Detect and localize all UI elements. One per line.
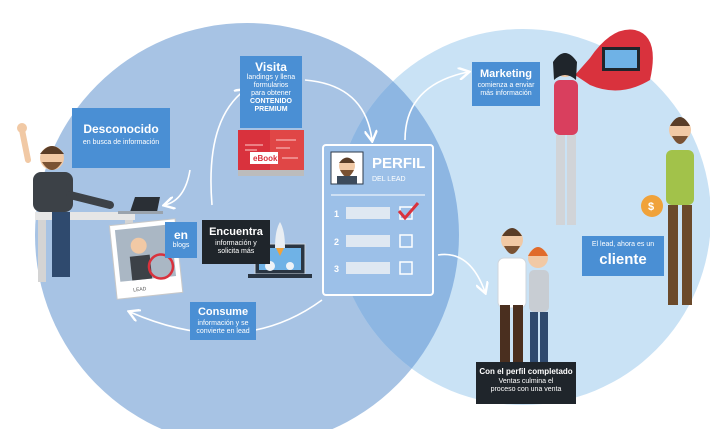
consume-line-1: información y se — [197, 320, 249, 327]
lee-title: en — [173, 228, 188, 242]
marketing-line-1: comienza a enviar — [477, 82, 535, 89]
perfil-completado-line-2: proceso con una venta — [490, 386, 562, 393]
rocket-icon — [275, 222, 285, 256]
arrow-perfil-to-ventas — [437, 253, 485, 292]
lead-photo: LEAD — [108, 218, 184, 300]
perfil-row-3-number: 3 — [334, 264, 339, 274]
lee-box: en blogs — [165, 222, 197, 258]
waving-man-illustration — [17, 123, 114, 277]
cliente-box: El lead, ahora es un cliente — [582, 236, 664, 276]
visita-box: Visita landings y llena formularios para… — [240, 56, 302, 128]
perfil-subtitle: DEL LEAD — [372, 176, 406, 183]
perfil-row-1-bar — [346, 207, 390, 219]
visita-line-3: para obtener — [251, 90, 291, 97]
checkmark-icon — [397, 202, 420, 221]
lead-photo-label: LEAD — [133, 286, 147, 293]
consume-box: Consume información y se convierte en le… — [190, 302, 256, 340]
svg-text:$: $ — [648, 201, 654, 213]
marketing-box: Marketing comienza a enviar más informac… — [472, 62, 540, 106]
laptop-icon — [118, 197, 163, 214]
desconocido-box: Desconocido en busca de información — [72, 108, 170, 168]
consume-title: Consume — [197, 306, 249, 318]
perfil-row-1-number: 1 — [334, 209, 339, 219]
perfil-completado-box: Con el perfil completado Ventas culmina … — [476, 362, 576, 404]
lee-subtitle: blogs — [172, 242, 190, 249]
perfil-completado-title: Con el perfil completado — [479, 367, 573, 376]
ebook-illustration: eBook — [238, 130, 304, 176]
visita-line-2: formularios — [253, 82, 289, 89]
stamp-icon — [147, 253, 175, 280]
encuentra-line-1: información y — [215, 240, 257, 247]
arrow-visita-to-perfil — [304, 79, 372, 140]
perfil-title: PERFIL — [372, 155, 425, 172]
client-man-illustration — [666, 117, 694, 305]
marketing-title: Marketing — [480, 68, 532, 80]
coin-icon: $ — [641, 195, 663, 217]
cliente-line-1: El lead, ahora es un — [591, 241, 655, 248]
perfil-avatar — [330, 151, 364, 185]
encuentra-title: Encuentra — [209, 226, 263, 238]
perfil-row-2-checkbox — [399, 234, 413, 248]
desconocido-title: Desconocido — [83, 122, 159, 136]
speech-bubble-icon — [575, 29, 653, 91]
consume-line-2: convierte en lead — [196, 328, 250, 335]
arrow-perfil-to-marketing — [404, 72, 468, 141]
perfil-row-2-number: 2 — [334, 237, 339, 247]
visita-line-1: landings y llena — [246, 74, 296, 81]
ebook-label: eBook — [253, 154, 278, 163]
marketing-line-2: más información — [480, 90, 532, 97]
marketing-woman-illustration — [553, 53, 578, 225]
visita-line-5: PREMIUM — [254, 106, 288, 113]
perfil-row-3-bar — [346, 262, 390, 274]
encuentra-line-2: solicita más — [217, 248, 255, 255]
arrow-to-visita — [210, 90, 245, 206]
perfil-row-2-bar — [346, 235, 390, 247]
encuentra-box: Encuentra información y solicita más — [202, 220, 270, 264]
arrow-desconocido-to-blog — [165, 169, 191, 205]
perfil-completado-line-1: Ventas culmina el — [498, 378, 554, 385]
cliente-title: cliente — [599, 251, 647, 268]
visita-line-4: CONTENIDO — [250, 98, 292, 105]
perfil-row-3-checkbox — [399, 261, 413, 275]
perfil-card: PERFIL DEL LEAD 1 2 3 — [322, 144, 434, 296]
sales-couple-illustration — [497, 228, 549, 367]
visita-title: Visita — [255, 60, 287, 74]
desconocido-subtitle: en busca de información — [82, 139, 160, 146]
